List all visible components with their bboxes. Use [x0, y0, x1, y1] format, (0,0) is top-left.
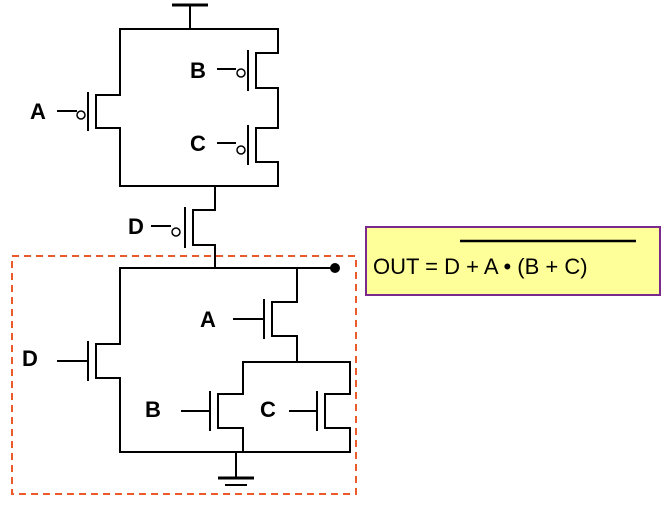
equation-lhs: OUT =	[373, 254, 444, 279]
output-node	[119, 263, 340, 273]
nmos-d-transistor	[57, 267, 121, 453]
pmos-b-transistor	[217, 28, 279, 91]
pulldown-label-a: A	[200, 307, 216, 332]
equation-rhs: D + A • (B + C)	[444, 254, 587, 279]
nmos-a-transistor	[233, 267, 298, 363]
vdd-rail	[119, 3, 279, 30]
pullup-label-a: A	[30, 99, 46, 124]
pullup-label-c: C	[190, 131, 206, 156]
pullup-label-b: B	[190, 58, 206, 83]
output-equation-box: OUT = D + A • (B + C)	[365, 226, 661, 296]
nmos-b-transistor	[181, 361, 244, 453]
equation-text: OUT = D + A • (B + C)	[373, 254, 588, 279]
output-dot	[330, 263, 340, 273]
pulldown-label-b: B	[145, 397, 161, 422]
pmos-c-transistor	[217, 87, 279, 187]
pulldown-network-outline	[11, 255, 357, 495]
nmos-c-transistor	[289, 361, 351, 453]
ground-symbol	[218, 451, 254, 486]
pulldown-label-c: C	[260, 397, 276, 422]
pmos-a-transistor	[57, 28, 121, 187]
pullup-label-d: D	[128, 214, 144, 239]
pulldown-label-d: D	[22, 346, 38, 371]
pmos-d-transistor	[151, 185, 216, 269]
